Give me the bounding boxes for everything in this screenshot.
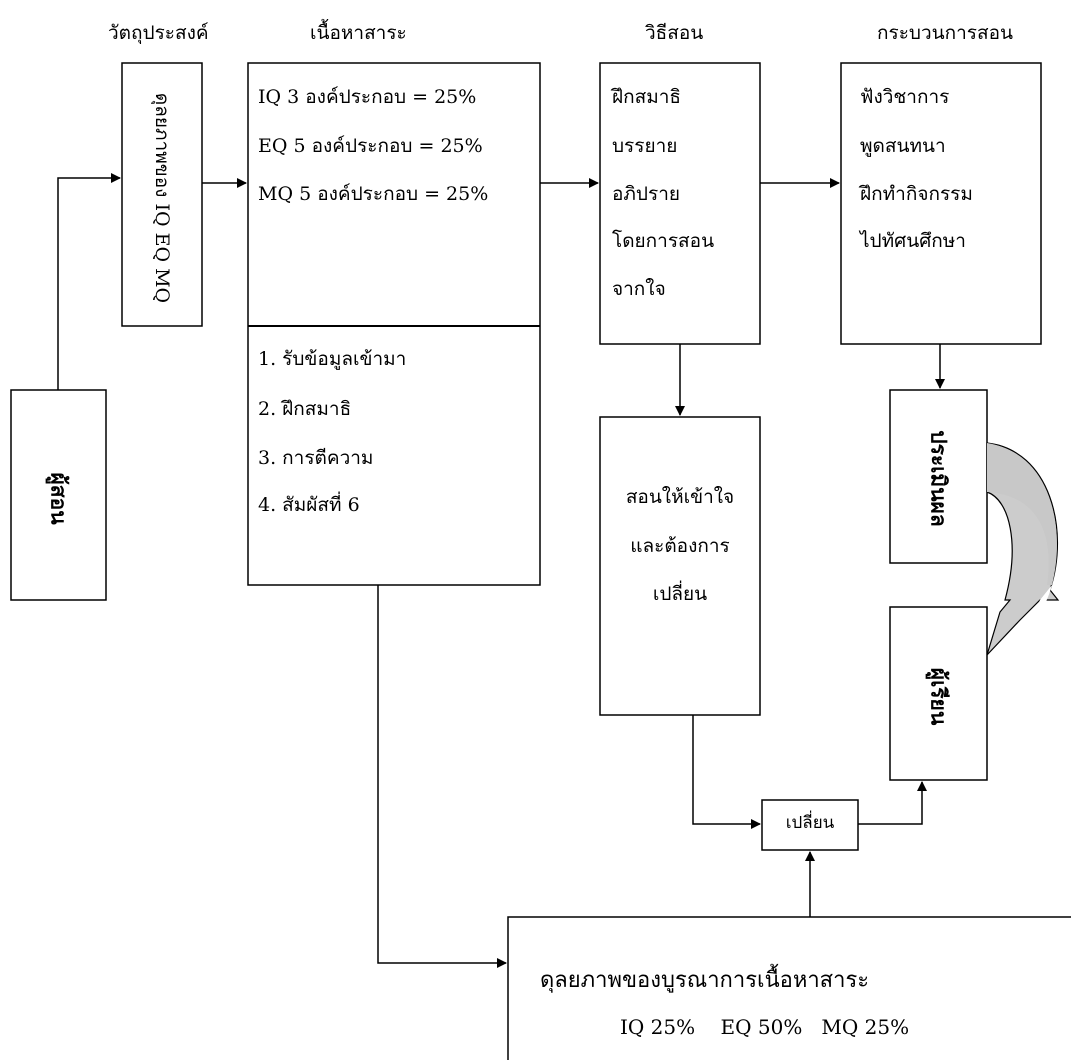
process-item: พูดสนทนา <box>860 135 946 157</box>
teach-to-change-arrow <box>692 715 761 829</box>
teach-line: สอนให้เข้าใจ <box>625 486 735 508</box>
change-label: เปลี่ยน <box>785 813 835 833</box>
method-item: จากใจ <box>612 278 666 300</box>
change-to-learner-arrow <box>858 781 927 825</box>
process-item: ไปทัศนศึกษา <box>860 230 966 252</box>
teach-line: และต้องการ <box>630 535 730 557</box>
method-item: ฝึกสมาธิ <box>612 86 682 108</box>
process-box <box>840 62 1042 345</box>
balance-title: ดุลยภาพของบูรณาการเนื้อหาสาระ <box>540 968 870 993</box>
method-item: โดยการสอน <box>612 230 715 252</box>
method-item: บรรยาย <box>612 135 678 157</box>
content-step-4: 4. สัมผัสที่ 6 <box>258 494 360 516</box>
teach-line: เปลี่ยน <box>652 583 708 605</box>
objective-box <box>121 62 203 327</box>
method-box <box>599 62 761 345</box>
evaluate-label: ประเมินผล <box>926 430 952 527</box>
teacher-to-objective-arrow <box>57 173 121 390</box>
header-objective: วัตถุประสงค์ <box>108 22 209 44</box>
content-line-eq: EQ 5 องค์ประกอบ = 25% <box>258 135 483 157</box>
content-step-2: 2. ฝึกสมาธิ <box>258 398 352 420</box>
balance-box <box>507 916 1071 1060</box>
content-step-3: 3. การตีความ <box>258 447 374 469</box>
teach-box <box>599 416 761 716</box>
change-box <box>761 799 859 851</box>
balance-values: IQ 25% EQ 50% MQ 25% <box>620 1015 910 1039</box>
method-item: อภิปราย <box>612 183 681 205</box>
learner-label: ผู้เรียน <box>926 667 952 726</box>
process-item: ฟังวิชาการ <box>860 86 950 108</box>
header-method: วิธีสอน <box>645 22 704 44</box>
learner-box <box>889 606 988 781</box>
objective-label: ดุลยภาพของ IQ EQ MQ <box>151 92 173 304</box>
header-process: กระบวนการสอน <box>877 22 1014 44</box>
content-box <box>247 62 541 586</box>
content-line-iq: IQ 3 องค์ประกอบ = 25% <box>258 86 477 108</box>
content-line-mq: MQ 5 องค์ประกอบ = 25% <box>258 183 489 205</box>
content-to-balance-arrow <box>377 585 507 968</box>
teacher-label: ผู้สอน <box>46 472 72 525</box>
content-step-1: 1. รับข้อมูลเข้ามา <box>258 348 407 370</box>
process-item: ฝึกทำกิจกรรม <box>860 183 973 205</box>
header-content: เนื้อหาสาระ <box>310 22 407 44</box>
teacher-box <box>10 389 107 601</box>
